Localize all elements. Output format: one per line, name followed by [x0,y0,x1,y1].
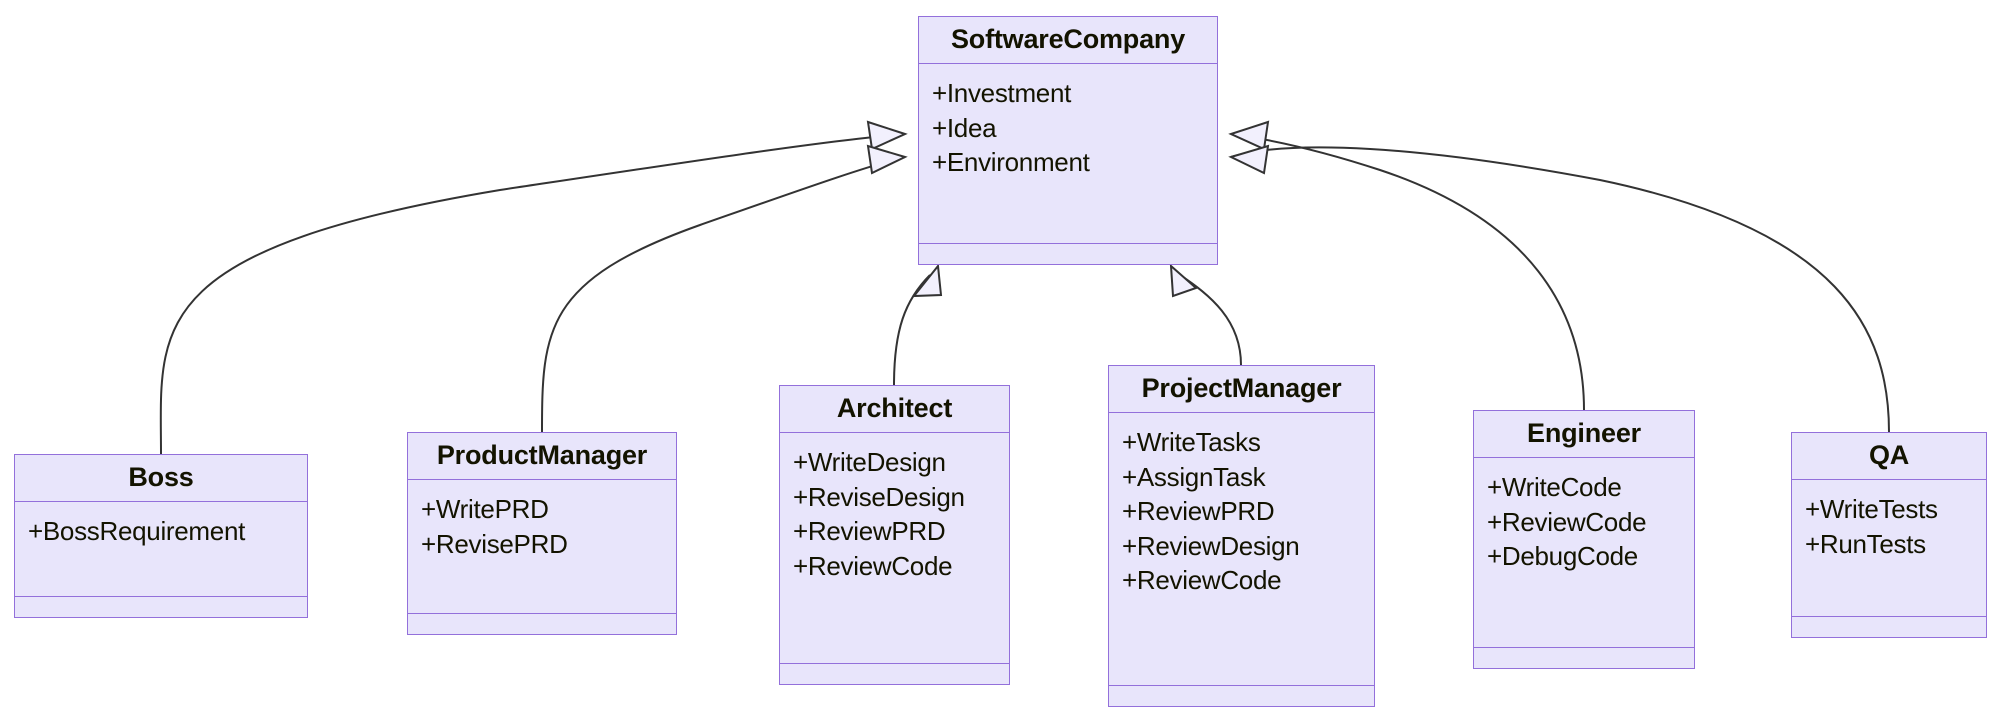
class-members: +WritePRD +RevisePRD [408,480,676,614]
edge-projectmanager-to-softwarecompany [1169,263,1242,366]
class-title: QA [1792,433,1986,480]
class-methods-compartment [1792,617,1986,637]
class-member: +RunTests [1805,528,1926,559]
class-title: Boss [15,455,307,502]
uml-class-qa[interactable]: QA +WriteTests +RunTests [1791,432,1987,638]
inheritance-arrowhead-icon [866,120,908,151]
class-methods-compartment [1474,648,1694,668]
class-members: +BossRequirement [15,502,307,597]
uml-class-engineer[interactable]: Engineer +WriteCode +ReviewCode +DebugCode [1473,410,1695,669]
class-members: +WriteDesign +ReviseDesign +ReviewPRD+Revi… [780,433,1009,664]
class-methods-compartment [15,597,307,617]
class-member: +ReviewPRD [1122,496,1275,527]
class-member: +Environment [932,147,1090,178]
class-member: +WriteTests [1805,494,1938,524]
inheritance-arrowhead-icon [1228,144,1270,175]
class-member: +AssignTask [1122,461,1266,492]
class-member: +WriteDesign [793,447,946,477]
class-members: +WriteCode +ReviewCode +DebugCode [1474,458,1694,648]
class-member: +BossRequirement [28,516,246,546]
class-member: +WritePRD [421,494,549,524]
class-methods-compartment [919,244,1217,264]
uml-class-architect[interactable]: Architect +WriteDesign +ReviseDesign +Revie… [779,385,1010,685]
class-members: +WriteTasks +AssignTask +ReviewPRD+ReviewD… [1109,413,1374,686]
class-member: +Idea [932,112,997,143]
inheritance-arrowhead-icon [911,263,943,298]
uml-class-softwarecompany[interactable]: SoftwareCompany +Investment +Idea +Environm… [918,16,1218,265]
class-member: +Investment [932,78,1072,108]
class-member: +ReviewPRD [793,516,946,547]
class-title: Architect [780,386,1009,433]
uml-class-productmanager[interactable]: ProductManager +WritePRD +RevisePRD [407,432,677,635]
class-member: +ReviewDesign [1122,530,1300,561]
class-title: SoftwareCompany [919,17,1217,64]
uml-class-boss[interactable]: Boss +BossRequirement [14,454,308,618]
inheritance-arrowhead-icon [1169,263,1198,298]
uml-class-projectmanager[interactable]: ProjectManager +WriteTasks +AssignTask +Rev… [1108,365,1375,707]
class-member: +ReviewCode [793,550,953,581]
class-methods-compartment [408,614,676,634]
inheritance-arrowhead-icon [1228,120,1270,151]
class-methods-compartment [1109,686,1374,706]
class-member: +ReviewCode [1122,565,1282,596]
class-member: +RevisePRD [421,528,568,559]
edge-line [893,274,931,386]
edge-architect-to-softwarecompany [893,263,943,386]
inheritance-arrowhead-icon [866,144,908,175]
class-members: +Investment +Idea +Environment [919,64,1217,244]
class-member: +DebugCode [1487,541,1638,572]
class-members: +WriteTests +RunTests [1792,480,1986,617]
class-methods-compartment [780,664,1009,684]
edge-line [1179,274,1242,366]
class-title: ProjectManager [1109,366,1374,413]
class-member: +ReviewCode [1487,506,1647,537]
class-member: +WriteCode [1487,472,1622,502]
class-title: Engineer [1474,411,1694,458]
class-member: +WriteTasks [1122,427,1261,457]
class-title: ProductManager [408,433,676,480]
class-member: +ReviseDesign [793,481,965,512]
